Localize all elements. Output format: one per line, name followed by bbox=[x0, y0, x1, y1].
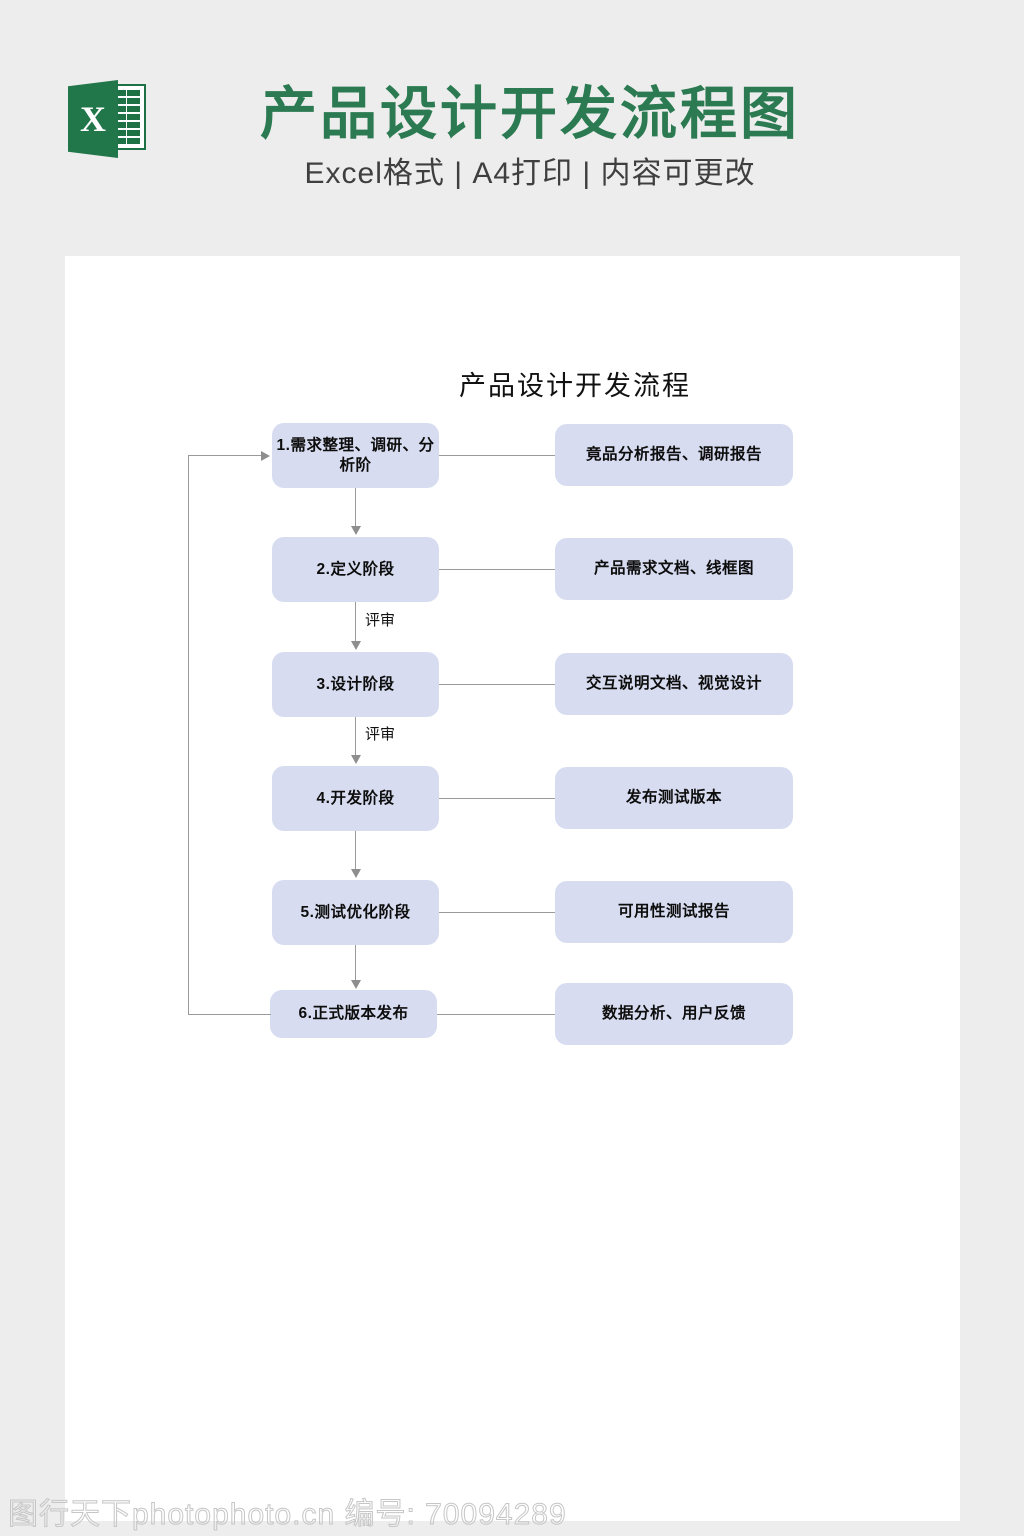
arrow-stage5-to-stage6-head bbox=[351, 980, 361, 989]
flow-node-output-1[interactable]: 竟品分析报告、调研报告 bbox=[555, 424, 793, 486]
feedback-loop-bottom-segment bbox=[188, 1014, 271, 1015]
edge-label-review-2: 评审 bbox=[365, 727, 396, 743]
watermark-text: 图行天下photophoto.cn 编号: 70094289 bbox=[8, 1498, 567, 1532]
arrow-stage3-to-stage4-head bbox=[351, 755, 361, 764]
page-subtitle: Excel格式 | A4打印 | 内容可更改 bbox=[304, 157, 756, 190]
connector-stage1-output1 bbox=[439, 455, 555, 456]
arrow-stage2-to-stage3-head bbox=[351, 641, 361, 650]
excel-icon-fold bbox=[68, 80, 118, 158]
arrow-stage4-to-stage5-line bbox=[355, 831, 356, 871]
flow-node-output-2[interactable]: 产品需求文档、线框图 bbox=[555, 538, 793, 600]
arrow-stage1-to-stage2-line bbox=[355, 488, 356, 528]
document-page: 产品设计开发流程 1.需求整理、调研、分析阶 2.定义阶段 3.设计阶段 4.开… bbox=[65, 256, 960, 1521]
connector-stage2-output2 bbox=[439, 569, 555, 570]
feedback-loop-arrowhead bbox=[261, 451, 270, 461]
connector-stage5-output5 bbox=[439, 912, 555, 913]
flow-node-output-3[interactable]: 交互说明文档、视觉设计 bbox=[555, 653, 793, 715]
connector-stage6-output6 bbox=[437, 1014, 555, 1015]
feedback-loop-top-segment bbox=[188, 455, 263, 456]
arrow-stage2-to-stage3-line bbox=[355, 602, 356, 642]
flow-node-output-4[interactable]: 发布测试版本 bbox=[555, 767, 793, 829]
flow-node-stage-5[interactable]: 5.测试优化阶段 bbox=[272, 880, 439, 945]
arrow-stage3-to-stage4-line bbox=[355, 717, 356, 757]
connector-stage3-output3 bbox=[439, 684, 555, 685]
arrow-stage5-to-stage6-line bbox=[355, 945, 356, 981]
excel-file-icon: X bbox=[68, 80, 150, 158]
edge-label-review-1: 评审 bbox=[365, 613, 396, 629]
flow-node-output-6[interactable]: 数据分析、用户反馈 bbox=[555, 983, 793, 1045]
flow-node-stage-4[interactable]: 4.开发阶段 bbox=[272, 766, 439, 831]
flow-node-stage-1[interactable]: 1.需求整理、调研、分析阶 bbox=[272, 423, 439, 488]
flow-node-stage-3[interactable]: 3.设计阶段 bbox=[272, 652, 439, 717]
header-banner: X 产品设计开发流程图 Excel格式 | A4打印 | 内容可更改 bbox=[0, 0, 1024, 256]
arrow-stage4-to-stage5-head bbox=[351, 869, 361, 878]
flow-node-stage-6[interactable]: 6.正式版本发布 bbox=[270, 990, 437, 1038]
connector-stage4-output4 bbox=[439, 798, 555, 799]
flow-node-output-5[interactable]: 可用性测试报告 bbox=[555, 881, 793, 943]
arrow-stage1-to-stage2-head bbox=[351, 526, 361, 535]
feedback-loop-vertical-segment bbox=[188, 455, 189, 1015]
flow-node-stage-2[interactable]: 2.定义阶段 bbox=[272, 537, 439, 602]
page-title: 产品设计开发流程图 bbox=[260, 82, 800, 146]
flowchart-title: 产品设计开发流程 bbox=[459, 371, 691, 401]
excel-icon-letter: X bbox=[80, 99, 106, 139]
